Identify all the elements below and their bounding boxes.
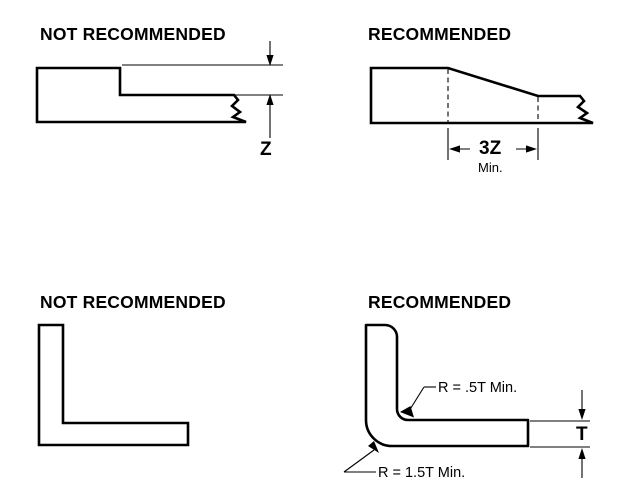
top-right-dimension-note-min: Min. [478, 160, 503, 175]
top-left-dim-arrowhead-lower [266, 94, 274, 105]
panel-bottom-left-heading: NOT RECOMMENDED [40, 292, 226, 312]
panel-top-left: NOT RECOMMENDED Z [0, 0, 310, 190]
top-right-drawing [369, 66, 594, 160]
bottom-right-outer-radius-arrowhead [368, 441, 379, 453]
bottom-right-drawing [343, 323, 590, 478]
bottom-right-inner-radius-leader [408, 386, 425, 412]
top-right-part-outline [369, 66, 594, 125]
top-right-dim-arrowhead-right [526, 145, 537, 153]
top-left-drawing [35, 41, 283, 138]
panel-top-left-heading: NOT RECOMMENDED [40, 24, 226, 44]
top-left-part-outline [35, 66, 247, 124]
panel-bottom-right: RECOMMENDED R = .5T Min. R = 1.5T Min. T [340, 280, 620, 498]
top-right-dimension-label-3z: 3Z [479, 138, 502, 159]
panel-top-right: RECOMMENDED 3Z Min. [340, 0, 620, 190]
top-left-dim-arrowhead-upper [266, 55, 274, 66]
panel-top-right-heading: RECOMMENDED [368, 24, 512, 44]
bottom-left-drawing [37, 323, 190, 447]
panel-bottom-right-heading: RECOMMENDED [368, 292, 512, 312]
bottom-right-outer-radius-leader [343, 449, 375, 473]
bottom-right-part-outline [364, 323, 530, 448]
bottom-left-part-outline [37, 323, 190, 447]
top-right-dim-arrowhead-left [449, 145, 460, 153]
top-left-dimension-label-z: Z [260, 139, 272, 160]
panel-bottom-left: NOT RECOMMENDED [0, 280, 310, 498]
bottom-right-thickness-arrowhead-top [578, 409, 586, 420]
bottom-right-inner-radius-note: R = .5T Min. [438, 380, 518, 396]
bottom-right-thickness-arrowhead-bottom [578, 448, 586, 459]
bottom-right-thickness-label-t: T [576, 424, 588, 445]
bottom-right-inner-radius-arrowhead [400, 406, 414, 418]
bottom-right-outer-radius-note: R = 1.5T Min. [378, 465, 466, 481]
